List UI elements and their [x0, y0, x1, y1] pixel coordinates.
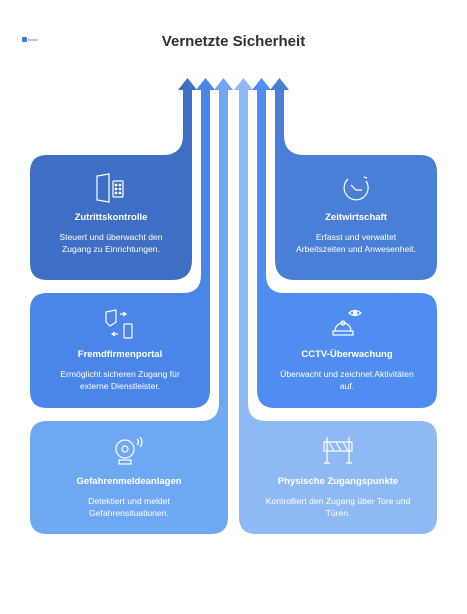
card-description: Kontrolliert den Zugang über Tore und Tü… [265, 496, 411, 518]
card-shape-physische-zugangspunkte [239, 90, 437, 534]
card-title: Zutrittskontrolle [74, 212, 148, 223]
card-description: Steuert und überwacht den Zugang zu Einr… [59, 232, 163, 254]
camera-eye-icon [332, 309, 362, 336]
card-gefahrenmeldeanlagen: Gefahrenmeldeanlagen Detektiert und meld… [30, 421, 228, 534]
clock-icon [343, 176, 369, 201]
arrow-head-1 [178, 78, 197, 90]
card-fremdfirmenportal: Fremdfirmenportal Ermöglicht sicheren Zu… [30, 293, 210, 408]
card-description: Detektiert und meldet Gefahrensituatione… [88, 496, 170, 518]
card-shape-zutrittskontrolle [30, 90, 192, 280]
card-shape-zeitwirtschaft [275, 90, 437, 280]
card-description: Ermöglicht sicheren Zugang für externe D… [60, 369, 180, 391]
card-shape-cctv [257, 90, 437, 408]
arrow-head-3 [214, 78, 233, 90]
card-shape-gefahrenmeldeanlagen [30, 90, 228, 534]
logo-mark [22, 37, 27, 43]
card-cctv-ueberwachung: CCTV-Überwachung Überwacht und zeichnet … [257, 293, 437, 408]
card-shape-fremdfirmenportal [30, 90, 210, 408]
arrow-head-6 [270, 78, 289, 90]
arrow-head-2 [196, 78, 215, 90]
card-title: Fremdfirmenportal [77, 349, 163, 360]
arrow-head-4 [234, 78, 253, 90]
arrow-head-5 [252, 78, 271, 90]
card-description: Überwacht und zeichnet Aktivitäten auf. [280, 369, 414, 391]
door-keypad-icon [96, 173, 124, 203]
card-physische-zugangspunkte: Physische Zugangspunkte Kontrolliert den… [239, 421, 437, 534]
device-exchange-icon [105, 309, 133, 339]
card-title: Gefahrenmeldeanlagen [76, 476, 182, 487]
card-description: Erfasst und verwaltet Arbeitszeiten und … [296, 232, 416, 254]
alarm-bell-icon [115, 436, 143, 465]
barrier-icon [323, 437, 353, 464]
brand-logo: Bmkn [22, 36, 44, 44]
card-zutrittskontrolle: Zutrittskontrolle Steuert und überwacht … [30, 155, 192, 280]
card-title: Zeitwirtschaft [325, 212, 387, 223]
card-title: Physische Zugangspunkte [277, 476, 399, 487]
card-title: CCTV-Überwachung [301, 349, 393, 360]
card-zeitwirtschaft: Zeitwirtschaft Erfasst und verwaltet Arb… [275, 155, 437, 280]
page-title: Vernetzte Sicherheit [161, 33, 306, 50]
